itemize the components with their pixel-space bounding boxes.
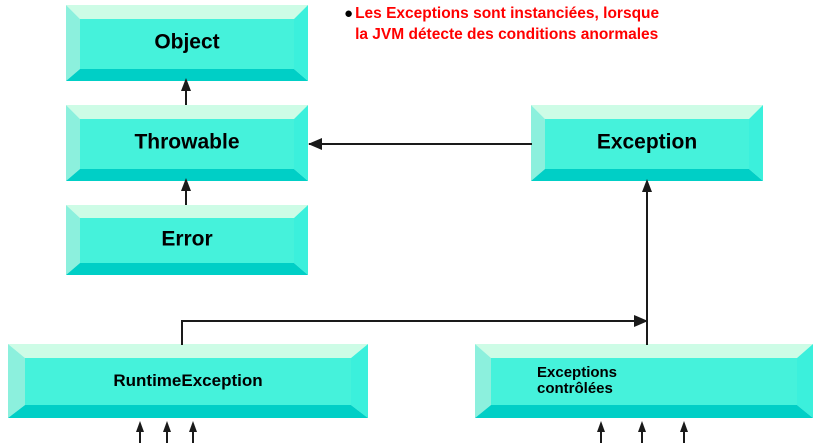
connector-runtime-to-exception (181, 320, 648, 322)
stub-connector-checked-3 (683, 425, 685, 443)
box-3d-bevel (8, 344, 368, 418)
class-box-label: RuntimeException (113, 370, 263, 390)
class-box-label: Throwable (134, 130, 240, 154)
annotation-note: ● Les Exceptions sont instanciées, lorsq… (344, 3, 814, 45)
box-3d-bevel (66, 5, 308, 81)
stub-connector-runtime-3 (192, 425, 194, 443)
class-box-exception[interactable]: Exception (531, 105, 763, 181)
arrowhead-stub-runtime-1 (136, 421, 144, 432)
bullet-icon: ● (344, 5, 354, 22)
arrowhead-runtime-to-exception (634, 315, 648, 327)
arrowhead-stub-runtime-2 (163, 421, 171, 432)
stub-connector-checked-2 (641, 425, 643, 443)
arrowhead-error-to-throwable (181, 178, 191, 191)
connector-error-to-throwable (185, 181, 187, 205)
connector-checked-to-exception (646, 182, 648, 345)
class-box-label: Error (161, 227, 213, 251)
class-box-label: Object (154, 30, 220, 54)
arrowhead-stub-checked-1 (597, 421, 605, 432)
arrowhead-stub-runtime-3 (189, 421, 197, 432)
arrowhead-stub-checked-2 (638, 421, 646, 432)
box-3d-bevel (475, 344, 813, 418)
arrowhead-checked-to-exception (642, 179, 652, 192)
stub-connector-runtime-2 (166, 425, 168, 443)
class-box-object[interactable]: Object (66, 5, 308, 81)
class-box-label: Exceptions contrôlées (537, 363, 618, 397)
stub-connector-checked-1 (600, 425, 602, 443)
connector-throwable-to-object (185, 81, 187, 105)
box-3d-bevel (66, 105, 308, 181)
arrowhead-stub-checked-3 (680, 421, 688, 432)
class-box-throwable[interactable]: Throwable (66, 105, 308, 181)
box-3d-bevel (531, 105, 763, 181)
stub-connector-runtime-1 (139, 425, 141, 443)
box-3d-bevel (66, 205, 308, 275)
class-box-error[interactable]: Error (66, 205, 308, 275)
class-box-label: Exception (596, 130, 698, 154)
connector-exception-to-throwable (309, 143, 532, 145)
class-box-runtimeexception[interactable]: RuntimeException (8, 344, 368, 418)
class-box-exceptions-controlees[interactable]: Exceptions contrôlées (475, 344, 813, 418)
arrowhead-throwable-to-object (181, 78, 191, 91)
connector-runtime-riser (181, 320, 183, 345)
annotation-note-text: Les Exceptions sont instanciées, lorsque… (355, 5, 660, 43)
arrowhead-exception-to-throwable (308, 138, 322, 150)
